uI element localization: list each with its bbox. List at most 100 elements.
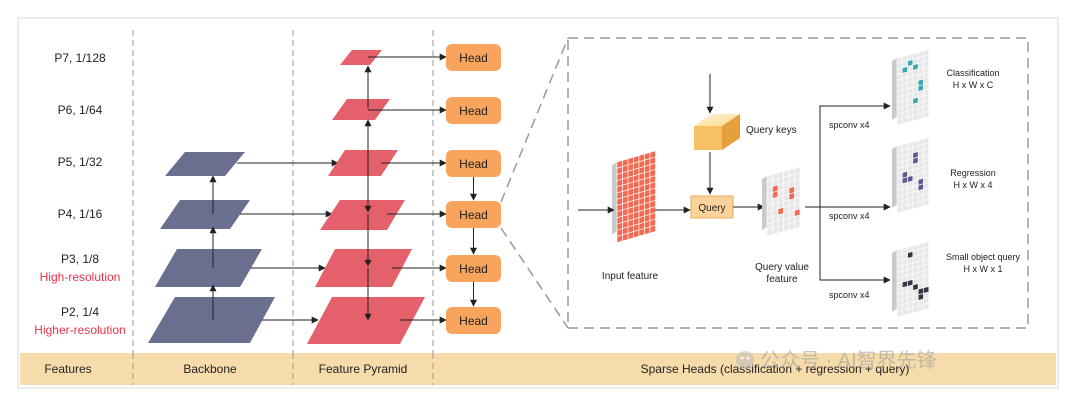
classification-title: Classification xyxy=(946,68,999,78)
regression-output-cell xyxy=(896,205,903,214)
small-object-output-cell xyxy=(907,307,914,315)
head-box-p2 xyxy=(446,307,501,334)
footer-features: Features xyxy=(44,362,91,376)
branch-classification xyxy=(819,102,891,207)
input-feature-grid xyxy=(612,150,656,243)
pyramid-level-p7 xyxy=(340,50,382,65)
head-label-p3: Head xyxy=(459,262,488,276)
regression-title: Regression xyxy=(950,168,996,178)
small-object-output-cell xyxy=(923,302,930,311)
small-object-output-cell xyxy=(901,308,908,317)
query-value-depth xyxy=(762,176,767,230)
input-feature-cell xyxy=(616,234,623,243)
outer-frame xyxy=(17,17,1059,389)
query-keys-label: Query keys xyxy=(746,125,797,136)
input-feature-cell xyxy=(633,229,640,239)
classification-output-cell xyxy=(901,116,908,125)
head-box-p7 xyxy=(446,44,501,71)
wechat-icon-eye-left xyxy=(740,356,744,360)
classification-output-depth xyxy=(892,58,897,120)
small-object-title: Small object query xyxy=(946,252,1021,262)
head-label-p4: Head xyxy=(459,208,488,222)
level-note-p2: Higher-resolution xyxy=(34,323,125,337)
query-value-label-line1: Query value xyxy=(755,262,809,273)
query-value-cell xyxy=(788,222,795,231)
backbone-stack xyxy=(148,152,275,343)
head-label-p7: Head xyxy=(459,51,488,65)
level-label-p7: P7, 1/128 xyxy=(54,51,106,65)
lateral-connections xyxy=(237,159,339,324)
input-feature-depth xyxy=(612,162,617,235)
watermark: 公众号 · AI智界先锋 xyxy=(736,349,937,372)
query-value-cell xyxy=(766,228,773,237)
query-keys-cube xyxy=(694,114,740,150)
watermark-text: 公众号 · AI智界先锋 xyxy=(760,349,937,372)
cube-front xyxy=(694,126,722,150)
query-value-cell xyxy=(783,223,790,232)
query-value-cell xyxy=(772,226,779,235)
sparse-head-detail-panel xyxy=(567,37,1029,329)
regression-output-cell xyxy=(917,200,924,208)
head-box-p6 xyxy=(446,97,501,124)
footer-sparse-heads: Sparse Heads (classification + regressio… xyxy=(641,362,910,376)
input-feature-cell xyxy=(622,232,629,242)
input-feature-cell xyxy=(627,231,634,240)
zoom-line-bottom xyxy=(500,227,569,329)
footer-feature-pyramid: Feature Pyramid xyxy=(319,362,408,376)
regression-output-grid xyxy=(892,137,930,214)
level-note-p3: High-resolution xyxy=(40,270,121,284)
footer-background xyxy=(20,353,1056,385)
input-feature-label: Input feature xyxy=(602,271,659,282)
level-label-p4: P4, 1/16 xyxy=(58,207,103,221)
head-label-p6: Head xyxy=(459,104,488,118)
classification-output-grid xyxy=(892,49,930,126)
classification-shape: H x W x C xyxy=(953,80,994,90)
regression-output-depth xyxy=(892,146,897,208)
pyramid-to-head-arrows xyxy=(368,53,447,324)
query-value-cell xyxy=(794,220,801,229)
heads: Head Head Head Head Head Head xyxy=(446,44,501,334)
classification-output-cell xyxy=(912,113,919,122)
backbone-level-p4 xyxy=(160,200,250,229)
small-object-output-cell xyxy=(917,304,924,312)
query-label: Query xyxy=(698,203,725,214)
head-box-p4 xyxy=(446,201,501,228)
branch-small-object xyxy=(819,207,891,284)
wechat-icon xyxy=(736,351,754,369)
classification-output-cell xyxy=(896,117,903,126)
regression-output-cell xyxy=(901,204,908,213)
small-object-output-cell xyxy=(896,309,903,318)
regression-output-cell xyxy=(923,198,930,207)
feature-labels: P7, 1/128 P6, 1/64 P5, 1/32 P4, 1/16 P3,… xyxy=(34,51,125,337)
level-label-p2: P2, 1/4 xyxy=(61,305,99,319)
level-label-p6: P6, 1/64 xyxy=(58,103,103,117)
query-value-label-line2: feature xyxy=(766,274,798,285)
head-label-p2: Head xyxy=(459,314,488,328)
input-feature-cell xyxy=(644,226,651,235)
spconv-label-1: spconv x4 xyxy=(829,120,870,130)
level-label-p5: P5, 1/32 xyxy=(58,155,103,169)
regression-shape: H x W x 4 xyxy=(953,180,992,190)
head-label-p5: Head xyxy=(459,157,488,171)
feature-pyramid xyxy=(307,50,425,344)
backbone-level-p2 xyxy=(148,297,275,343)
backbone-level-p5 xyxy=(165,152,245,176)
classification-output-cell xyxy=(917,112,924,120)
level-label-p3: P3, 1/8 xyxy=(61,252,99,266)
classification-output-cell xyxy=(923,110,930,119)
small-object-shape: H x W x 1 xyxy=(963,264,1002,274)
query-value-cell xyxy=(777,225,784,234)
footer-backbone: Backbone xyxy=(183,362,237,376)
backbone-level-p3 xyxy=(155,249,262,287)
spconv-label-2: spconv x4 xyxy=(829,211,870,221)
spconv-label-3: spconv x4 xyxy=(829,290,870,300)
regression-output-cell xyxy=(907,203,914,211)
output-branches: spconv x4 spconv x4 spconv x4 xyxy=(805,102,891,300)
head-box-p3 xyxy=(446,255,501,282)
cube-side xyxy=(722,114,740,150)
small-object-output-cell xyxy=(912,305,919,314)
small-object-output-depth xyxy=(892,250,897,312)
pyramid-level-p4 xyxy=(320,200,405,230)
pyramid-level-p5 xyxy=(328,150,398,176)
head-box-p5 xyxy=(446,150,501,177)
